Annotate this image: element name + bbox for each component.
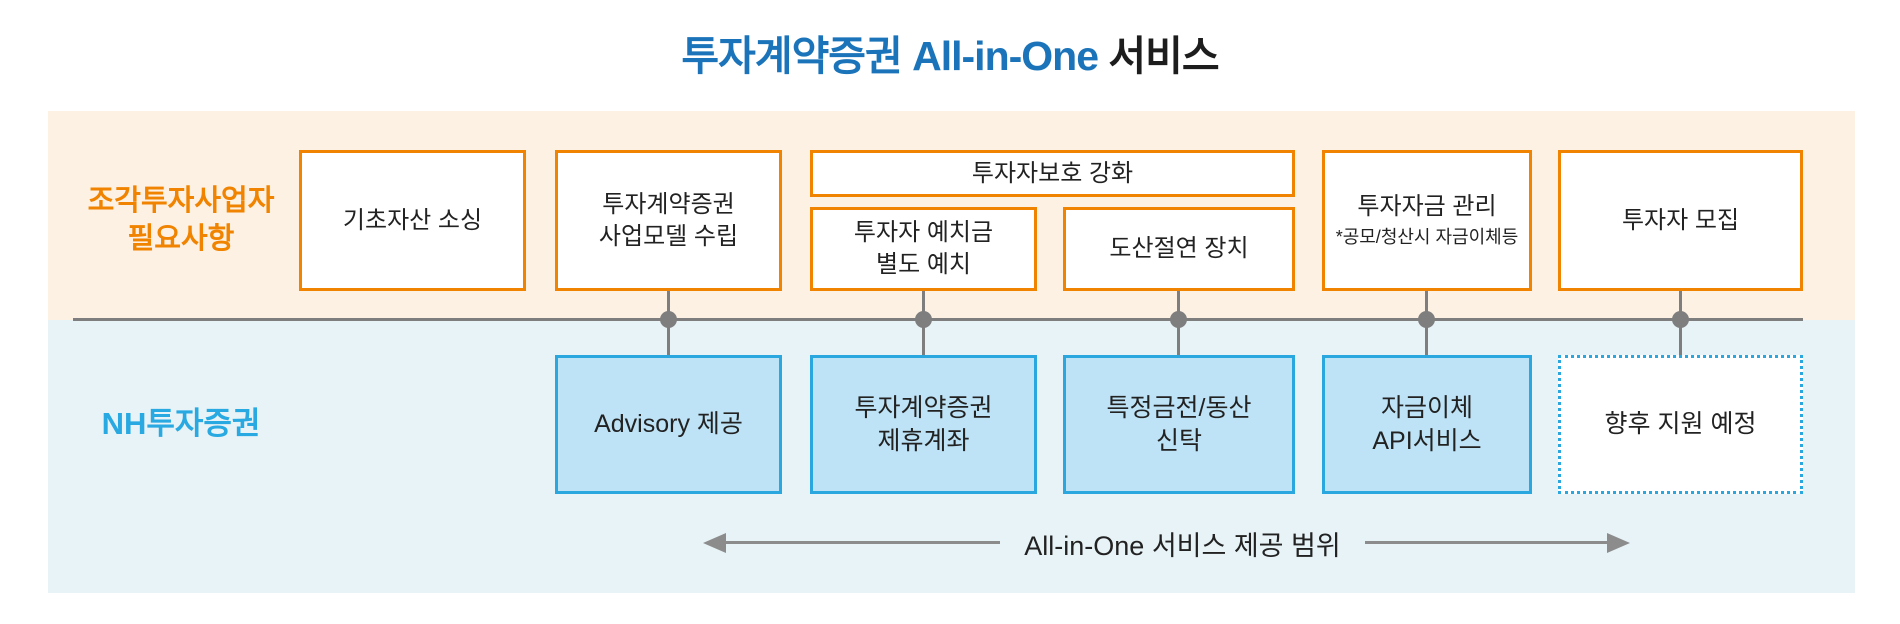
box-deposit-segregation: 투자자 예치금 별도 예치: [810, 207, 1037, 291]
arrow-left-line: [723, 541, 1000, 544]
box-money-trust: 특정금전/동산 신탁: [1063, 355, 1295, 494]
arrow-left-icon: [703, 533, 726, 553]
box-future-support: 향후 지원 예정: [1558, 355, 1803, 494]
title-highlight: 투자계약증권 All-in-One: [681, 33, 1099, 79]
services-band-label: NH투자증권: [101, 406, 261, 442]
requirements-band-label: 조각투자사업자 필요사항: [87, 184, 275, 255]
box-insolvency-remoteness: 도산절연 장치: [1063, 207, 1295, 291]
connector-dot: [1170, 311, 1187, 328]
connector-dot: [1672, 311, 1689, 328]
box-investor-recruiting: 투자자 모집: [1558, 150, 1803, 291]
box-transfer-api: 자금이체 API서비스: [1322, 355, 1532, 494]
arrow-right-line: [1365, 541, 1608, 544]
box-fund-management: 투자자금 관리 *공모/청산시 자금이체등: [1322, 150, 1532, 291]
title-suffix: 서비스: [1098, 33, 1219, 79]
band-divider-line: [73, 318, 1803, 321]
arrow-right-icon: [1607, 533, 1630, 553]
box-fund-management-note: *공모/청산시 자금이체등: [1335, 227, 1519, 248]
box-investor-protection-header: 투자자보호 강화: [810, 150, 1295, 197]
box-asset-sourcing: 기초자산 소싱: [299, 150, 526, 291]
box-fund-management-title: 투자자금 관리: [1357, 192, 1497, 220]
box-business-model: 투자계약증권 사업모델 수립: [555, 150, 782, 291]
box-partner-account: 투자계약증권 제휴계좌: [810, 355, 1037, 494]
connector-dot: [1418, 311, 1435, 328]
connector-dot: [915, 311, 932, 328]
page-title: 투자계약증권 All-in-One 서비스: [0, 22, 1900, 82]
scope-label: All-in-One 서비스 제공 범위: [1024, 531, 1341, 561]
box-advisory: Advisory 제공: [555, 355, 782, 494]
connector-dot: [660, 311, 677, 328]
